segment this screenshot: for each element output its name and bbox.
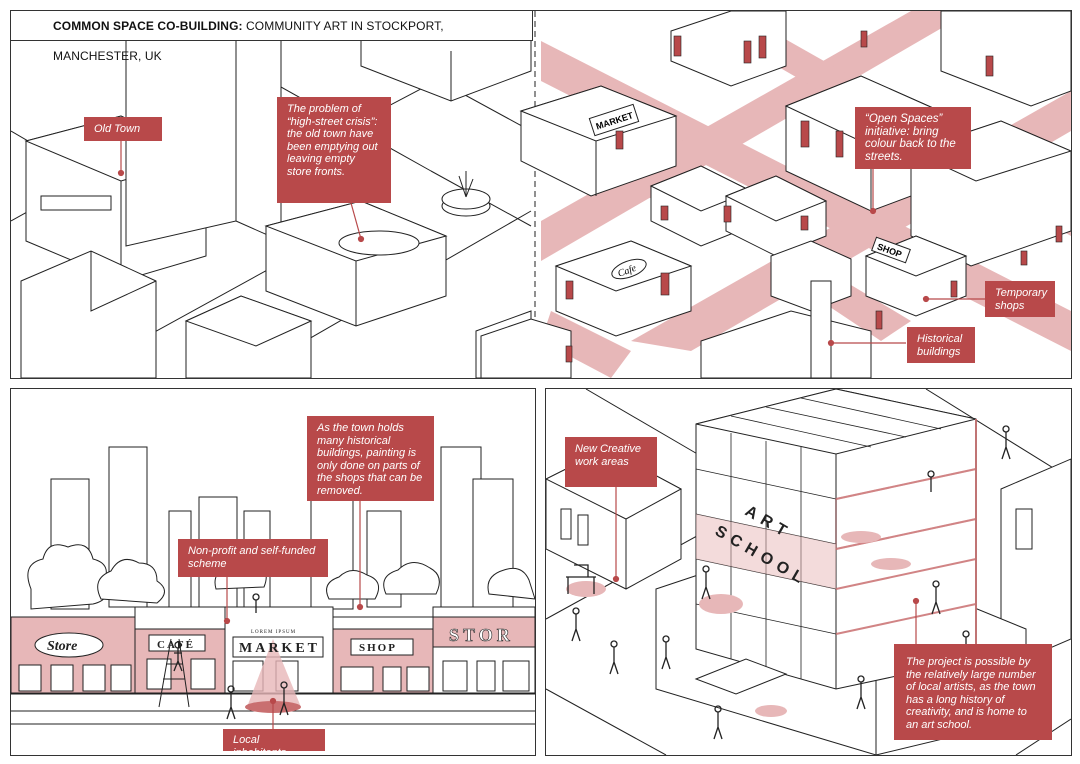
callout-high-street-text: The problem of “high-street crisis”: the…: [287, 103, 378, 178]
callout-local-inhabitants: Local inhabitants: [223, 729, 325, 755]
callout-nonprofit: Non-profit and self-funded scheme: [178, 539, 328, 577]
callout-painting: As the town holds many historical buildi…: [307, 416, 434, 501]
page-title-rest: COMMUNITY ART IN STOCKPORT, MANCHESTER, …: [53, 19, 444, 63]
market-facade-sign: MARKET: [239, 641, 320, 656]
top-panel-isometric-town: MARKET Cafe SHOP COMMON SPACE CO-BUILDIN…: [10, 10, 1072, 379]
callout-old-town: Old Town: [84, 117, 162, 141]
callout-open-spaces-text: “Open Spaces” initiative: bring colour b…: [865, 113, 956, 163]
isometric-town-drawing: MARKET Cafe SHOP: [11, 11, 1071, 378]
page-title-bold: COMMON SPACE CO-BUILDING:: [53, 19, 243, 33]
page-title: COMMON SPACE CO-BUILDING: COMMUNITY ART …: [11, 11, 533, 63]
callout-creative-areas-text: New Creative work areas: [575, 443, 642, 468]
callout-high-street: The problem of “high-street crisis”: the…: [277, 97, 391, 203]
shop-facade-sign: SHOP: [359, 642, 397, 654]
callout-local-inhabitants-text: Local inhabitants: [233, 734, 287, 756]
callout-nonprofit-text: Non-profit and self-funded scheme: [188, 545, 316, 570]
bottom-right-panel-art-school: ART SCHOOL: [545, 388, 1072, 756]
stor-facade-sign: STOR: [449, 625, 514, 645]
callout-open-spaces: “Open Spaces” initiative: bring colour b…: [855, 107, 971, 169]
lorem-ipsum-sign: LOREM IPSUM: [251, 630, 296, 635]
callout-historical-buildings: Historical buildings: [907, 327, 975, 363]
cafe-facade-sign: CAFÉ: [157, 639, 195, 651]
street-facades-drawing: Store CAFÉ MARKET LOREM IPSUM SHOP STOR: [11, 428, 535, 729]
callout-creative-areas: New Creative work areas: [565, 437, 657, 487]
callout-temporary-shops-text: Temporary shops: [995, 287, 1048, 312]
callout-temporary-shops: Temporary shops: [985, 281, 1055, 317]
callout-painting-text: As the town holds many historical buildi…: [317, 422, 423, 497]
callout-old-town-text: Old Town: [94, 123, 141, 135]
callout-historical-buildings-text: Historical buildings: [917, 333, 963, 358]
store-sign: Store: [47, 639, 77, 654]
callout-project-text: The project is possible by the relativel…: [906, 656, 1036, 731]
callout-project: The project is possible by the relativel…: [894, 644, 1052, 740]
bottom-left-panel-street-facades: Store CAFÉ MARKET LOREM IPSUM SHOP STOR: [10, 388, 536, 756]
